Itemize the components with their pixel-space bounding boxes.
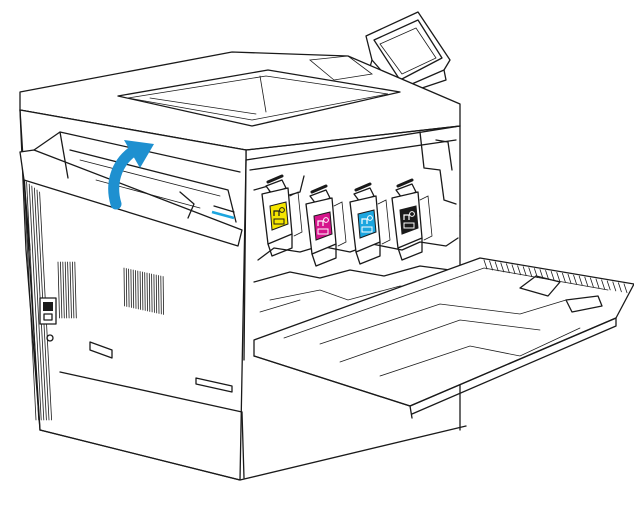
cartridge-foot [355,241,381,265]
serration-tooth [623,283,628,294]
printer-top [19,51,461,161]
serration-tooth [612,281,617,292]
cartridge-side-rib [333,201,347,247]
vent-slot [155,274,158,314]
vent-slot [158,275,160,314]
serration-tooth [545,270,549,280]
hatch-line [67,261,70,319]
cartridge-label-icon [361,226,373,233]
lock-shape-icon [273,210,280,216]
hatch-line [64,261,68,319]
hatch-line [31,185,45,421]
toner-cartridge-magenta[interactable] [305,184,347,267]
vent-slot [141,271,144,311]
vent-slot [153,274,155,313]
hatch-line [74,261,77,319]
serration-tooth [562,272,566,283]
hatch-line [23,179,37,421]
hatch-line [28,183,42,421]
serration-tooth [618,282,622,293]
serration-tooth [517,265,521,276]
hatch-line [57,261,60,319]
vent-slot [137,270,139,310]
serration-tooth [550,270,555,281]
serration-tooth [534,268,538,278]
vent-slot [128,268,130,308]
vent-slot [146,272,148,312]
unlock-circle-icon [323,217,329,223]
vent-grille [123,267,165,315]
hatch-line [69,261,72,319]
toner-cartridge-cyan[interactable] [349,182,391,265]
serration-tooth [578,275,583,286]
serration-tooth [522,266,527,277]
serration-tooth [489,260,494,271]
cartridge-label-icon [273,218,285,225]
cartridge-side-rib [419,195,433,241]
serration-tooth [494,261,499,272]
vent-slot [125,268,128,307]
front-door-open [253,257,634,419]
lock-shape-icon [403,214,410,220]
serration-tooth [573,274,577,285]
toner-cartridge-yellow[interactable] [261,174,303,257]
vent-slot [139,271,142,310]
serration-tooth [556,271,561,282]
toner-cartridges [261,174,433,267]
serration-tooth [511,264,516,275]
blue-curved-arrow [108,140,154,210]
serration-tooth [483,259,488,270]
serration-tooth [601,279,605,290]
serration-tooth [505,263,510,274]
cartridge-foot [267,233,293,257]
vent-slot [135,270,137,309]
vent-slot [144,272,146,311]
cartridge-grip [396,178,414,188]
cartridge-label-icon [317,228,329,235]
cartridge-label-icon [403,222,415,229]
cartridge-foot [397,237,423,261]
toner-cartridge-black[interactable] [391,178,433,261]
vent-slot [130,269,132,308]
unlock-circle-icon [409,211,415,217]
side-door-open [19,131,243,251]
serration-tooth [539,269,544,279]
serration-tooth [567,273,572,284]
unlock-circle-icon [279,207,285,213]
hatch-line [26,181,39,421]
serration-tooth [606,280,611,291]
lock-shape-icon [317,220,324,226]
vent-slot [123,267,125,307]
hatch-line [60,261,63,319]
lock-shape-icon [361,218,368,224]
serration-tooth [500,262,505,273]
vent-slot [160,275,162,315]
cartridge-grip [354,182,372,192]
serration-tooth [584,276,589,287]
cartridge-foot [311,243,337,267]
vent-slot [162,276,165,315]
vent-slot [132,269,135,309]
hatch-line [72,261,75,319]
serration-tooth [595,278,600,289]
cartridge-side-rib [377,199,391,245]
power-switch [39,297,57,342]
serration-tooth [528,267,533,278]
cartridge-grip [310,184,328,194]
hatch-line [62,261,65,319]
vent-slot [151,273,153,313]
door-serrated-edge [483,259,628,294]
cartridge-side-rib [289,191,303,237]
vent-slot [148,273,151,312]
serration-tooth [590,277,594,288]
unlock-circle-icon [367,215,373,221]
cartridge-grip [266,174,284,184]
